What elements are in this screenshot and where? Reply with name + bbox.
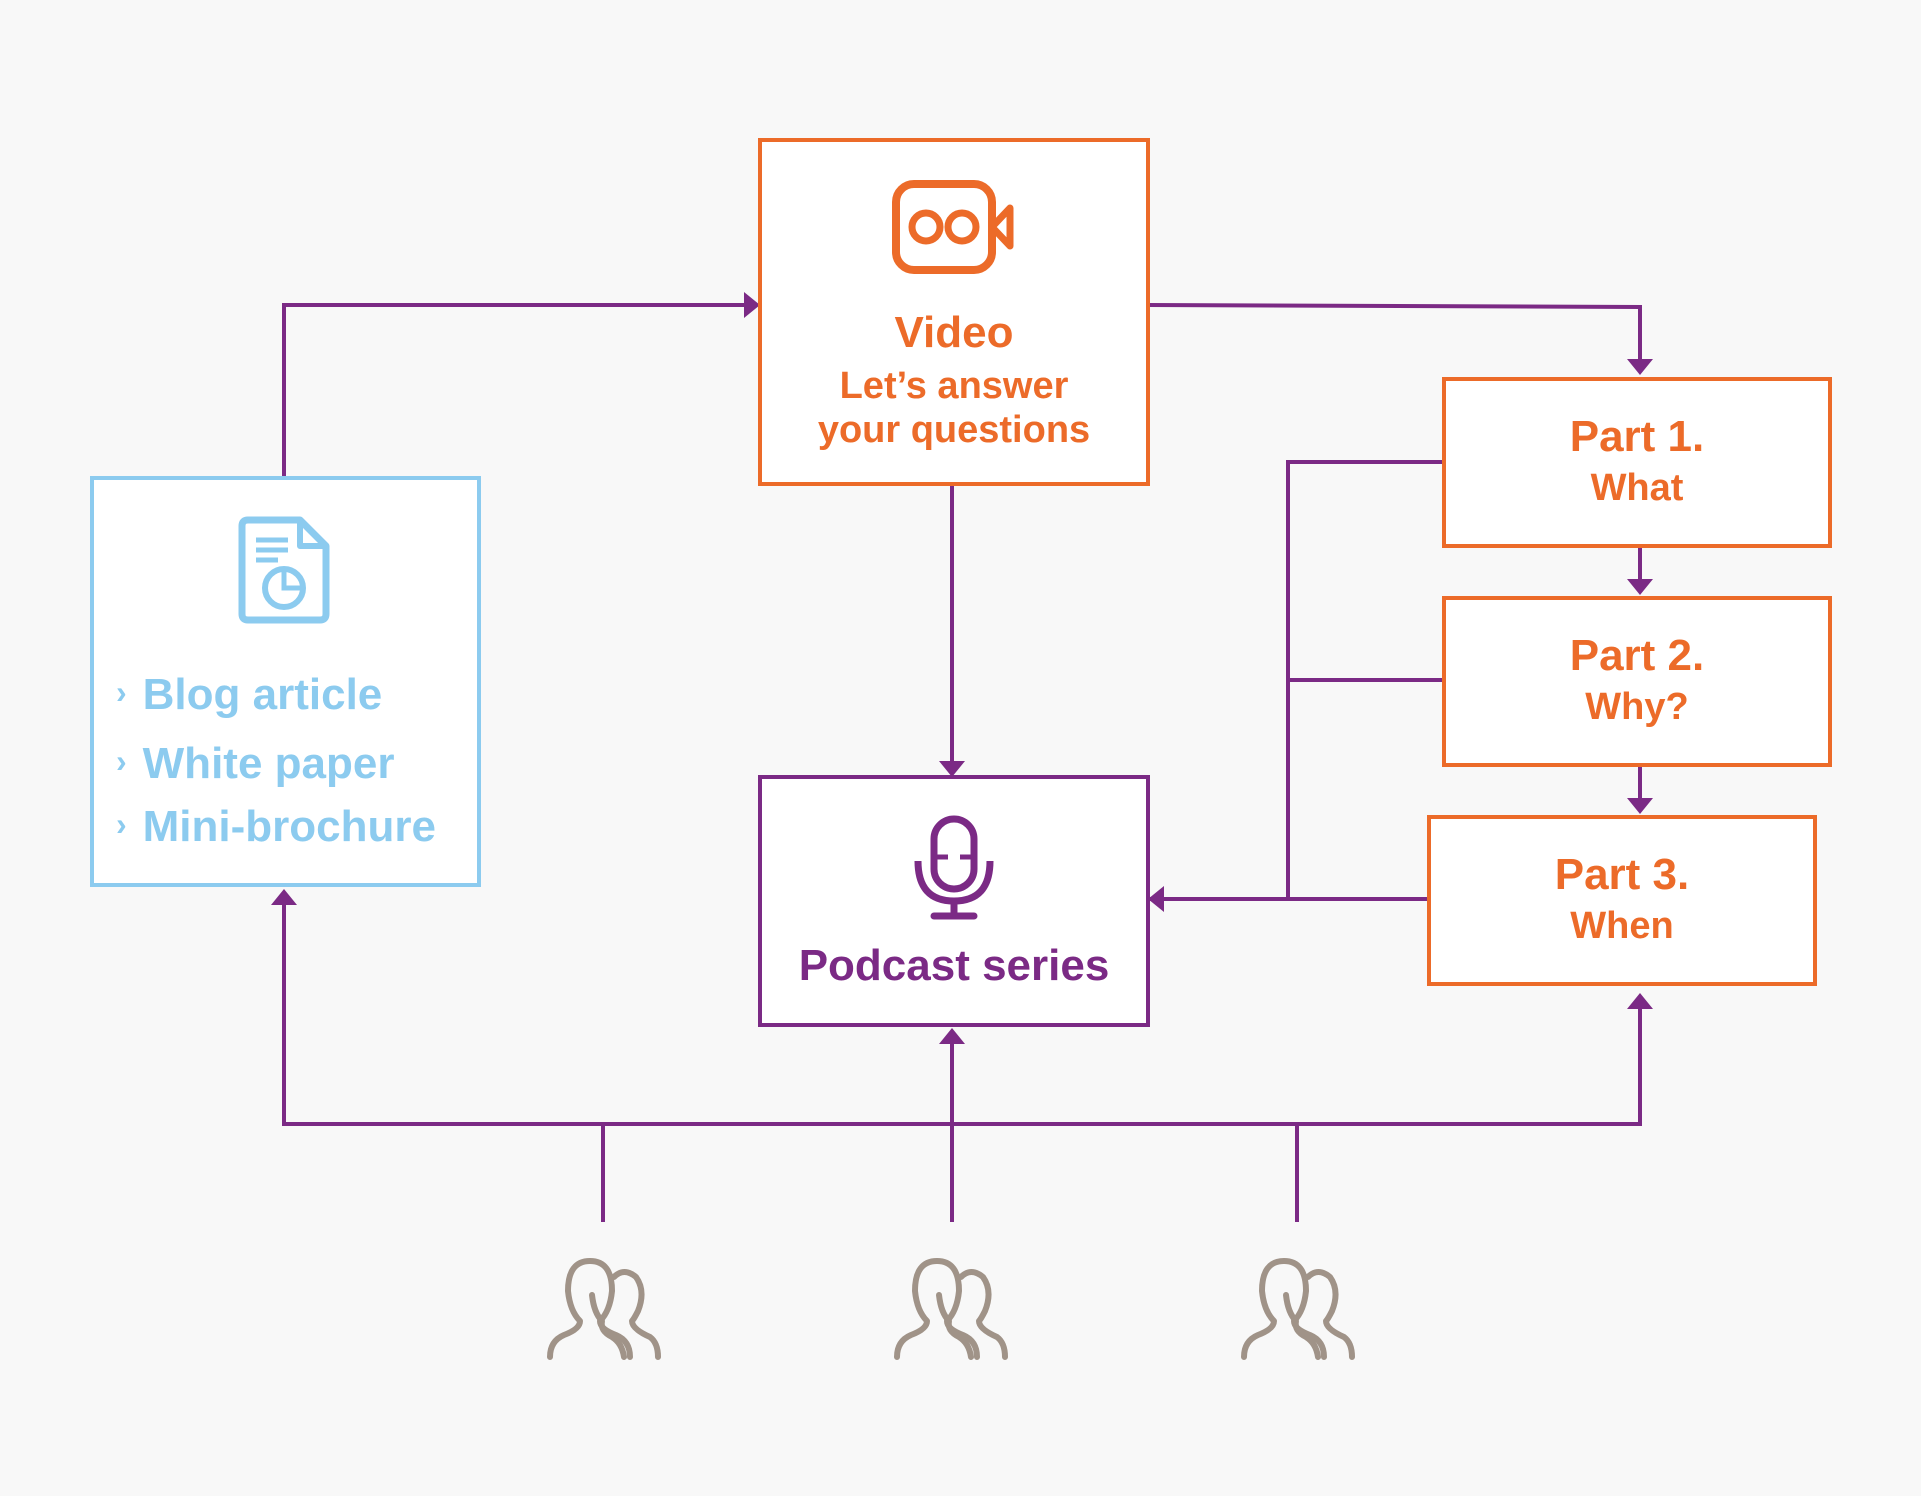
connector-part1-branch: [1286, 460, 1442, 899]
chevron-right-icon: ›: [116, 806, 127, 842]
video-title: Video: [894, 308, 1014, 357]
content-item-label: Mini-brochure: [142, 802, 436, 851]
part-subtitle: What: [1590, 467, 1684, 509]
connector-content-to-video: [282, 303, 756, 478]
arrowhead-to-podcast-bottom: [939, 1028, 965, 1044]
part-box-3: Part 3. When: [1427, 815, 1817, 986]
content-item-mini-brochure: › Mini-brochure: [116, 794, 436, 863]
arrowhead-to-video: [744, 292, 760, 318]
document-chart-icon: [238, 516, 329, 624]
arrowhead-to-podcast-side: [1148, 886, 1164, 912]
podcast-title: Podcast series: [798, 941, 1110, 990]
audience-group-icon: [547, 1258, 661, 1360]
microphone-icon: [914, 815, 994, 920]
content-item-blog: › Blog article: [116, 662, 436, 731]
arrowhead-to-part3-bottom: [1627, 993, 1653, 1009]
video-box: Video Let’s answer your questions: [758, 138, 1150, 486]
content-item-label: White paper: [142, 739, 395, 788]
chevron-right-icon: ›: [116, 743, 127, 779]
part-subtitle: When: [1570, 905, 1674, 947]
content-item-white-paper: › White paper: [116, 731, 436, 800]
video-camera-icon: [892, 180, 1014, 274]
audience-group-icon: [894, 1258, 1008, 1360]
content-type-list: › Blog article › White paper › Mini-brochur…: [116, 662, 436, 863]
arrowhead-to-content: [271, 889, 297, 905]
content-item-label: Blog article: [142, 670, 383, 719]
part-box-1: Part 1. What: [1442, 377, 1832, 548]
chevron-right-icon: ›: [116, 674, 127, 710]
connector-audience-bus: [282, 892, 1642, 1126]
audience-group-icon: [1241, 1258, 1355, 1360]
part-box-2: Part 2. Why?: [1442, 596, 1832, 767]
arrowhead-to-part3: [1627, 798, 1653, 814]
arrowhead-to-part2: [1627, 579, 1653, 595]
part-title: Part 1.: [1569, 412, 1705, 461]
arrowhead-to-part1: [1627, 359, 1653, 375]
video-subtitle-line2: your questions: [817, 409, 1091, 451]
connector-video-to-part1: [1147, 303, 1642, 371]
part-title: Part 3.: [1554, 850, 1690, 899]
arrowhead-to-podcast-top: [939, 761, 965, 777]
podcast-box: Podcast series: [758, 775, 1150, 1027]
video-subtitle-line1: Let’s answer: [839, 365, 1069, 407]
part-subtitle: Why?: [1585, 686, 1689, 728]
content-box: › Blog article › White paper › Mini-brochur…: [90, 476, 481, 887]
part-title: Part 2.: [1569, 631, 1705, 680]
